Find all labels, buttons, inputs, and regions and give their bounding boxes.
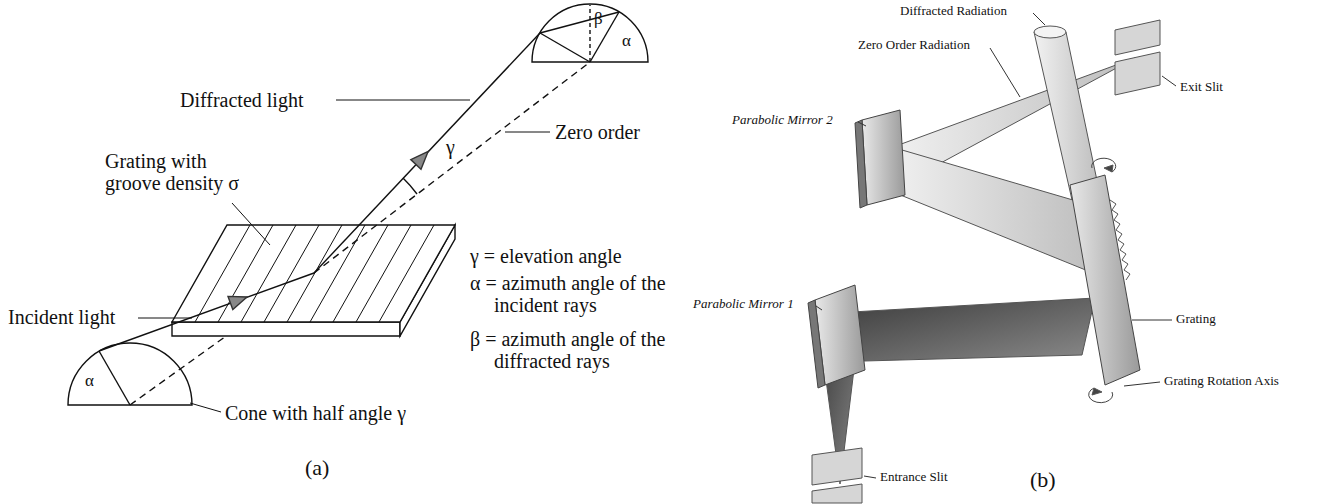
drawing-polygon	[885, 145, 1098, 275]
drawing-line	[314, 62, 590, 273]
angle-symbol: β	[594, 10, 603, 29]
label: Zero order	[555, 121, 640, 143]
angle-symbol: γ	[446, 136, 455, 158]
drawing-line	[540, 12, 619, 33]
panel-tag: (a)	[305, 456, 329, 480]
drawing-line	[540, 33, 590, 62]
angle-symbol: α	[85, 372, 94, 391]
drawing-line	[816, 306, 822, 310]
part-label: Grating	[1176, 312, 1216, 326]
drawing-line	[287, 225, 342, 322]
part-label: Parabolic Mirror 1	[693, 297, 794, 311]
drawing-g	[816, 13, 1176, 478]
drawing-polygon	[812, 448, 862, 485]
drawing-line	[190, 403, 221, 412]
drawing-polygon	[228, 296, 247, 309]
drawing-polygon	[1092, 388, 1102, 395]
part-label: Grating Rotation Axis	[1164, 374, 1279, 388]
drawing-path	[1089, 388, 1113, 403]
drawing-line	[336, 100, 470, 101]
drawing-line	[99, 273, 314, 351]
drawing-line	[1124, 382, 1160, 386]
drawing-g	[195, 225, 434, 322]
drawing-line	[858, 122, 866, 126]
part-label: Zero Order Radiation	[858, 38, 970, 52]
drawing-line	[1033, 13, 1045, 25]
drawing-ellipse	[1034, 26, 1066, 38]
drawing-line	[232, 203, 270, 245]
drawing-line	[314, 33, 540, 273]
definition: α = azimuth angle of the incident rays	[470, 272, 714, 316]
label: Cone with half angle γ	[225, 402, 406, 424]
drawing-line	[138, 318, 192, 319]
drawing-line	[241, 225, 296, 322]
definition: β = azimuth angle of the diffracted rays	[470, 328, 714, 372]
drawing-polygon	[411, 151, 428, 169]
drawing-line	[1162, 76, 1176, 86]
drawing-polygon	[862, 110, 905, 205]
drawing-line	[864, 476, 876, 478]
definition: γ = elevation angle	[470, 245, 622, 267]
label: Incident light	[8, 306, 115, 328]
angle-symbol: α	[622, 32, 631, 51]
drawing-polyline	[1110, 200, 1130, 280]
drawing-polygon	[812, 484, 862, 503]
drawing-polygon	[828, 298, 1095, 362]
part-label: Diffracted Radiation	[900, 4, 1007, 18]
panel-tag: (b)	[1030, 468, 1056, 492]
part-label: Exit Slit	[1180, 80, 1223, 94]
drawing-polygon	[1104, 165, 1113, 172]
label: Grating with groove density σ	[105, 150, 265, 194]
drawing-line	[589, 5, 590, 62]
drawing-polygon	[808, 300, 825, 388]
drawing-line	[333, 225, 388, 322]
drawing-polygon	[1115, 20, 1160, 55]
part-label: Entrance Slit	[880, 470, 948, 484]
drawing-polygon	[1115, 52, 1160, 95]
monochromator	[808, 13, 1176, 503]
drawing-path	[403, 178, 417, 194]
drawing-polygon	[1070, 175, 1140, 385]
drawing-line	[990, 48, 1020, 97]
label: Diffracted light	[180, 89, 303, 111]
drawing-line	[379, 225, 434, 322]
drawing-path	[532, 4, 648, 62]
drawing-path	[1092, 158, 1116, 172]
drawing-polygon	[855, 120, 867, 208]
drawing-polygon	[1034, 32, 1100, 200]
drawing-line	[99, 351, 130, 405]
drawing-polygon	[172, 322, 400, 336]
drawing-line	[505, 132, 550, 133]
part-label: Parabolic Mirror 2	[732, 113, 833, 127]
drawing-line	[356, 225, 411, 322]
drawing-line	[1132, 320, 1172, 321]
drawing-line	[195, 225, 250, 322]
